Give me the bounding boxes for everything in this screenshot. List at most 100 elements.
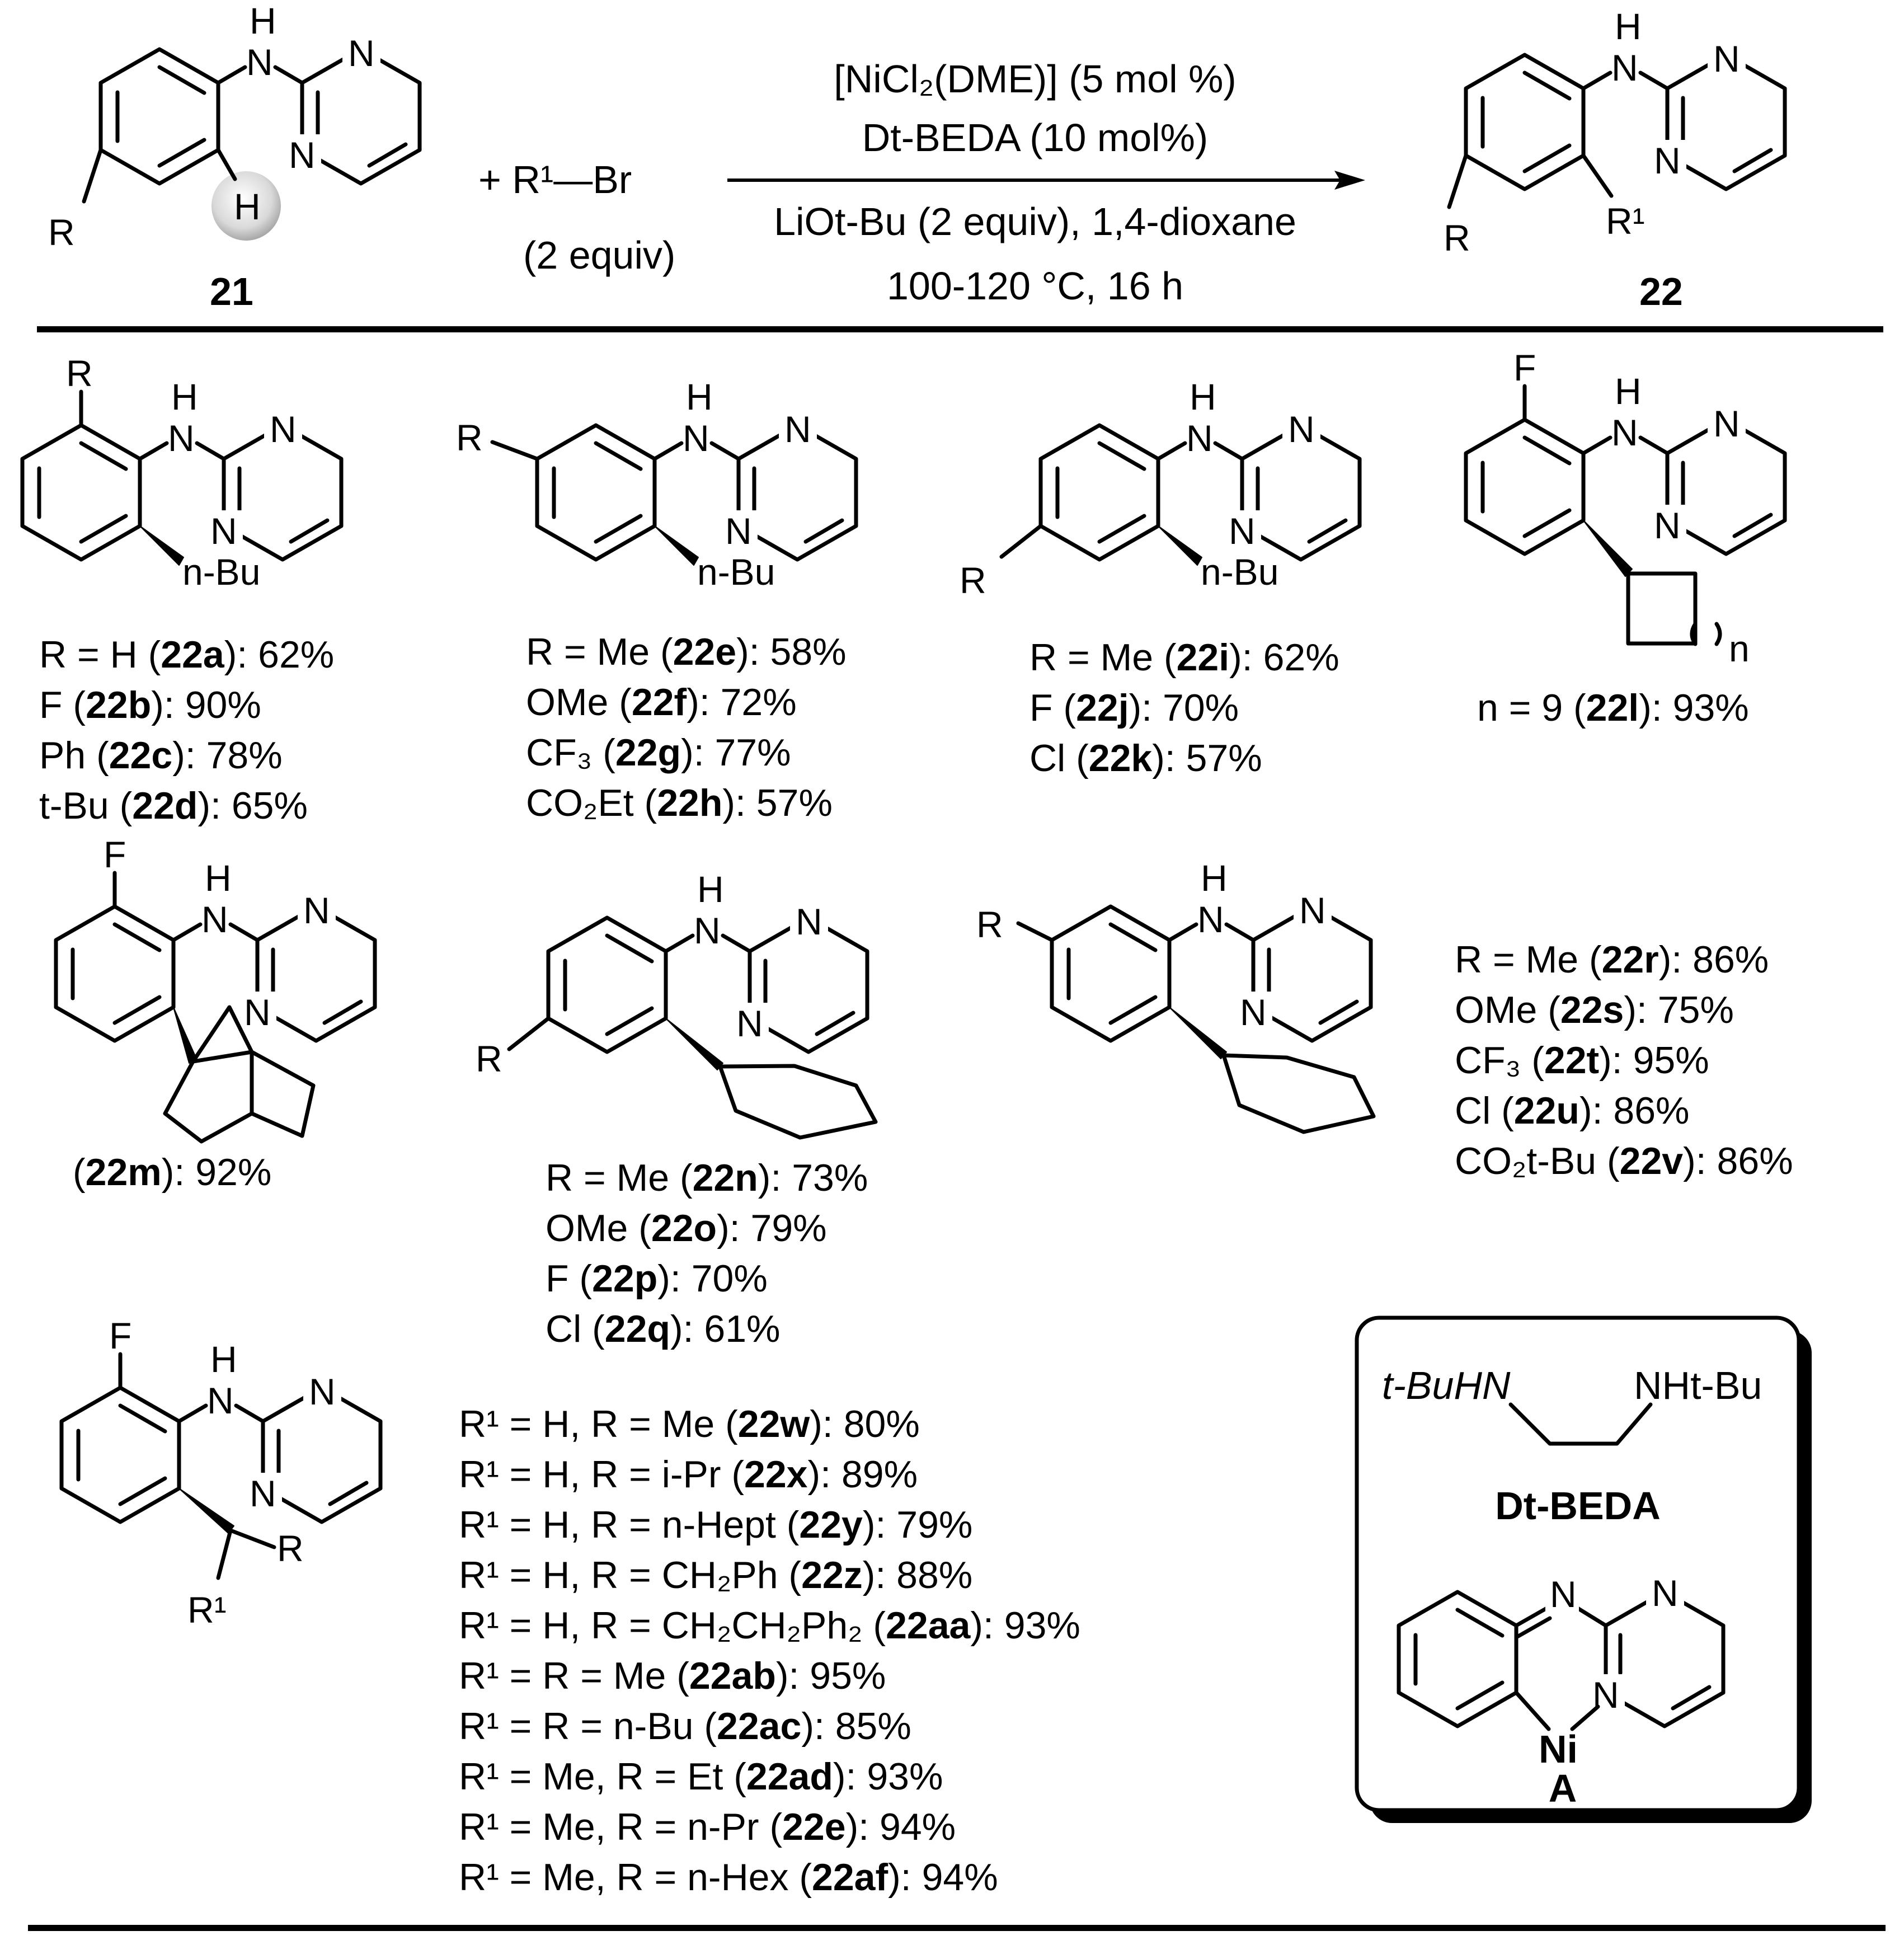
norbornyl-ring xyxy=(163,1050,254,1144)
yield-substituent: CF₃ ( xyxy=(526,731,615,774)
yield-value: ): 57% xyxy=(722,782,833,824)
yield-value: ): 89% xyxy=(807,1453,918,1496)
amine-n: N xyxy=(1611,47,1638,88)
pyrimidine-n1: N xyxy=(736,1003,763,1044)
yield-line: CO₂t-Bu (22v): 86% xyxy=(1455,1136,1793,1186)
compound-code: 22s xyxy=(1560,989,1624,1031)
yield-value: ): 86% xyxy=(1683,1140,1793,1182)
compound-code: 22e xyxy=(673,631,737,673)
compound-code: 22z xyxy=(801,1554,863,1596)
r-substituent: R xyxy=(960,560,986,601)
yield-substituent: t-Bu ( xyxy=(39,784,133,827)
yield-substituent: R¹ = H, R = CH₂CH₂Ph₂ ( xyxy=(459,1604,886,1647)
compound-code: 22v xyxy=(1619,1140,1684,1182)
amine-n: N xyxy=(207,1380,234,1421)
yield-line: CO₂Et (22h): 57% xyxy=(526,778,847,828)
compound-code: 22n xyxy=(692,1157,758,1199)
amine-h: H xyxy=(686,376,713,417)
n-butyl: n-Bu xyxy=(182,551,260,593)
ch-bond-highlight xyxy=(211,171,281,241)
cycloalkyl-ring xyxy=(1626,571,1698,646)
yield-substituent: F ( xyxy=(39,684,86,726)
compound-label-21: 21 xyxy=(210,270,253,313)
fluoro-substituent: F xyxy=(1513,347,1536,388)
ligand-right-amine: NHt-Bu xyxy=(1634,1364,1762,1407)
yield-line: R = H (22a): 62% xyxy=(39,629,334,680)
pyrimidine-n1: N xyxy=(725,510,752,552)
compound-code: 22m xyxy=(85,1151,162,1194)
compound-code: 22ad xyxy=(746,1755,833,1798)
yield-line: OMe (22o): 79% xyxy=(546,1203,868,1253)
pyrimidine-n3: N xyxy=(796,901,822,942)
pyrimidine-n1: N xyxy=(250,1473,276,1514)
yield-value: ): 93% xyxy=(970,1604,1080,1647)
condition-base-solvent: LiOt-Bu (2 equiv), 1,4-dioxane xyxy=(774,200,1296,243)
structure-22r-v: R N H N N xyxy=(976,857,1376,1134)
yield-value: ): 65% xyxy=(198,784,308,827)
yield-value: ): 62% xyxy=(1229,636,1339,679)
yield-value: ): 80% xyxy=(810,1403,920,1445)
top-divider xyxy=(37,326,1883,332)
compound-code: 22e xyxy=(782,1806,846,1848)
ring-size-n: n xyxy=(1729,628,1750,669)
yield-line: R = Me (22n): 73% xyxy=(546,1153,868,1203)
ligand-left-amine: t-BuHN xyxy=(1382,1364,1511,1407)
yield-line: R¹ = R = n-Bu (22ac): 85% xyxy=(459,1701,1080,1751)
compound-code: 22h xyxy=(657,782,723,824)
compound-code: 22af xyxy=(812,1856,888,1899)
yields-22r-v: R = Me (22r): 86%OMe (22s): 75%CF₃ (22t)… xyxy=(1455,934,1793,1186)
yield-substituent: R¹ = H, R = CH₂Ph ( xyxy=(459,1554,802,1596)
compound-code: 22l xyxy=(1586,687,1639,729)
pyrimidine-n1: N xyxy=(1229,510,1256,552)
structure-22e-h: R N H N N n-Bu xyxy=(456,376,858,593)
reagent: + R¹—Br (2 equiv) xyxy=(478,158,675,277)
compound-code: 22q xyxy=(604,1308,670,1350)
yield-value: ): 58% xyxy=(736,631,847,673)
pyrimidine-n3: N xyxy=(1713,38,1740,79)
reaction-arrow: [NiCl₂(DME)] (5 mol %) Dt-BEDA (10 mol%)… xyxy=(727,57,1365,308)
compound-code: 22o xyxy=(651,1207,717,1249)
yield-substituent: Cl ( xyxy=(546,1308,605,1350)
yield-substituent: R¹ = H, R = i-Pr ( xyxy=(459,1453,745,1496)
compound-code: 22g xyxy=(615,731,681,774)
yield-value: ): 61% xyxy=(670,1308,781,1350)
compound-code: 22t xyxy=(1544,1039,1600,1082)
ortho-h: H xyxy=(234,186,261,227)
compound-code: 22j xyxy=(1076,687,1129,729)
ligand-name: Dt-BEDA xyxy=(1495,1484,1661,1528)
structure-22w-af: F N H N N R R¹ xyxy=(59,1315,383,1631)
yields-22n-q: R = Me (22n): 73%OMe (22o): 79%F (22p): … xyxy=(546,1153,868,1354)
yield-substituent: OMe ( xyxy=(1455,989,1560,1031)
yield-line: Cl (22u): 86% xyxy=(1455,1086,1793,1136)
alkyl-bromide: + R¹—Br xyxy=(478,158,632,201)
yield-substituent: Ph ( xyxy=(39,734,109,777)
amine-n: N xyxy=(201,899,228,940)
yield-line: OMe (22f): 72% xyxy=(526,677,847,727)
fluoro-substituent: F xyxy=(104,834,126,875)
yield-value: ): 85% xyxy=(801,1705,911,1747)
yield-value: ): 70% xyxy=(1129,687,1239,729)
yield-substituent: R = Me ( xyxy=(526,631,673,673)
yield-line: R¹ = H, R = CH₂Ph (22z): 88% xyxy=(459,1550,1080,1600)
arrow-head-icon xyxy=(1334,171,1365,190)
structure-22i-k: R N H N N n-Bu xyxy=(960,376,1362,601)
compound-code: 22w xyxy=(737,1403,810,1445)
yield-substituent: CO₂t-Bu ( xyxy=(1455,1140,1620,1182)
pyrimidine-n1: N xyxy=(289,134,316,176)
pyrimidine-n3: N xyxy=(303,890,330,931)
n-butyl: n-Bu xyxy=(1201,551,1278,593)
yield-value: ): 72% xyxy=(687,681,797,724)
condition-temperature: 100-120 °C, 16 h xyxy=(887,264,1183,308)
compound-code: 22ac xyxy=(717,1705,802,1747)
structure-22a-d: R N H N N n-Bu xyxy=(20,353,344,593)
compound-label-22: 22 xyxy=(1639,270,1683,313)
pyrimidine-n1: N xyxy=(1654,505,1681,546)
yield-substituent: n = 9 ( xyxy=(1477,687,1586,729)
yields-22l: n = 9 (22l): 93% xyxy=(1477,683,1749,733)
product-22: N H N N R¹ R 22 xyxy=(1444,6,1787,313)
compound-code: 22d xyxy=(132,784,198,827)
amine-n: N xyxy=(1197,899,1224,940)
complex-label-a: A xyxy=(1549,1767,1577,1810)
compound-code: 22i xyxy=(1176,636,1230,679)
